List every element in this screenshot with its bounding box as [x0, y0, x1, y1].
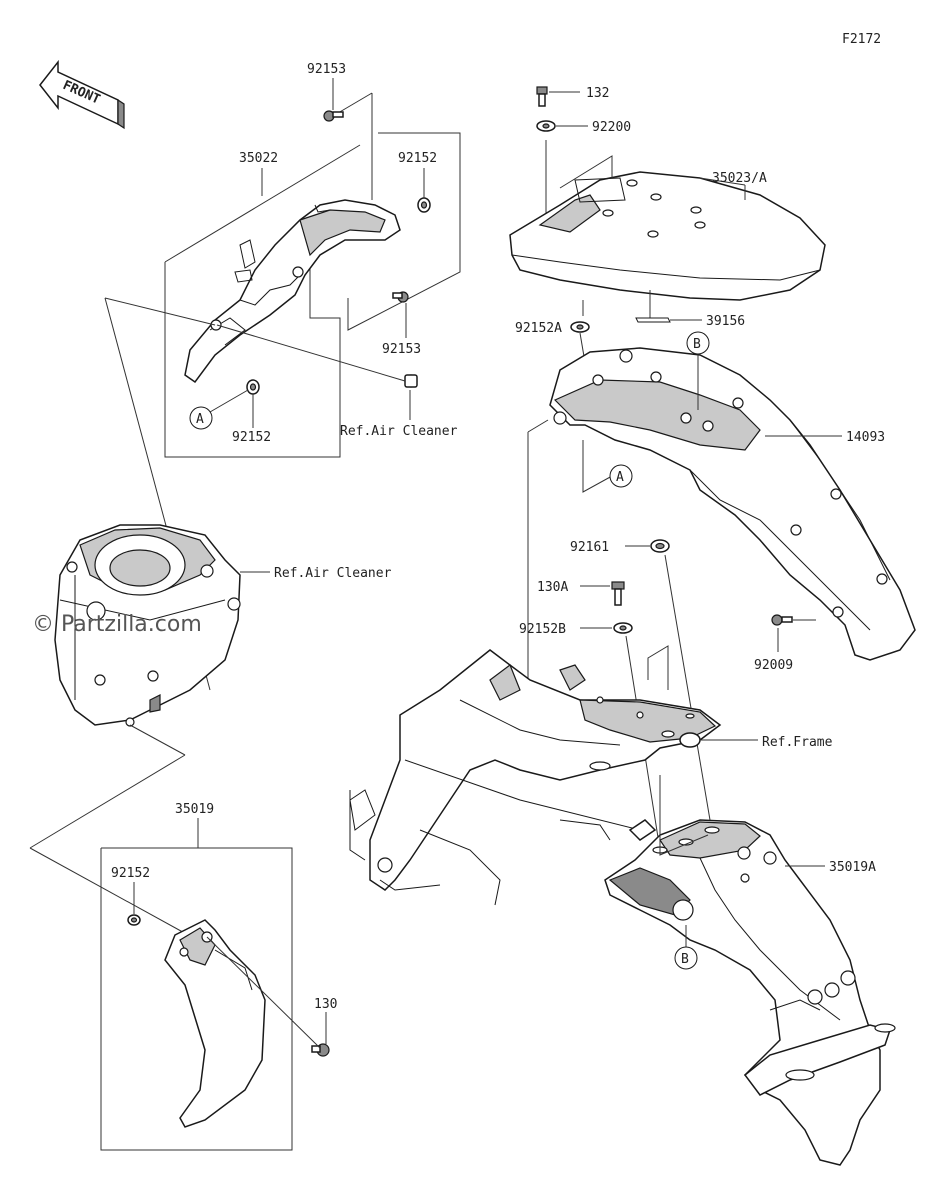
bolt-92153-top-icon	[323, 110, 344, 122]
callout-b-2: B	[681, 952, 689, 967]
part-35023a-group	[509, 86, 826, 323]
bolt-ref-air-cleaner-icon	[404, 374, 418, 388]
bolt-130a-icon	[611, 581, 625, 606]
diagram-code: F2172	[842, 32, 881, 47]
part-14093-group: B A	[527, 321, 916, 740]
washer-92200-icon	[536, 120, 556, 132]
label-92152-bottom: 92152	[111, 866, 150, 881]
label-92153-top: 92153	[307, 62, 346, 77]
label-ref-frame: Ref.Frame	[762, 735, 833, 750]
label-130a: 130A	[537, 580, 568, 595]
washer-92152-top-icon	[417, 197, 431, 213]
part-35019-group	[100, 818, 330, 1151]
label-92152-top: 92152	[398, 151, 437, 166]
bolt-92009-icon	[771, 614, 793, 626]
grommet-92161-icon	[650, 539, 670, 553]
front-arrow-icon: FRONT	[39, 59, 125, 130]
washer-92152a-icon	[570, 321, 590, 333]
label-92152a: 92152A	[515, 321, 562, 336]
callout-b-1: B	[693, 337, 701, 352]
label-ref-air-cleaner-1: Ref.Air Cleaner	[340, 424, 458, 439]
part-35022-group: A	[164, 78, 461, 458]
callout-a-2: A	[616, 470, 624, 485]
label-35019: 35019	[175, 802, 214, 817]
watermark: © Partzilla.com	[32, 612, 202, 637]
frame-assembly	[349, 645, 758, 906]
bolt-92153-mid-icon	[392, 291, 409, 303]
label-92009: 92009	[754, 658, 793, 673]
label-35023a: 35023/A	[712, 171, 767, 186]
label-92152-left: 92152	[232, 430, 271, 445]
label-92152b: 92152B	[519, 622, 566, 637]
small-fasteners	[580, 539, 816, 851]
label-92200: 92200	[592, 120, 631, 135]
air-cleaner-box	[54, 524, 270, 727]
label-92153-mid: 92153	[382, 342, 421, 357]
label-ref-air-cleaner-2: Ref.Air Cleaner	[274, 566, 392, 581]
washer-92152-bottom-icon	[127, 914, 141, 926]
label-39156: 39156	[706, 314, 745, 329]
callout-a-1: A	[196, 412, 204, 427]
label-35022: 35022	[239, 151, 278, 166]
washer-92152b-icon	[613, 622, 633, 634]
bolt-130-icon	[311, 1043, 330, 1057]
washer-92152-left-icon	[246, 379, 260, 395]
label-130: 130	[314, 997, 337, 1012]
label-35019a: 35019A	[829, 860, 876, 875]
label-14093: 14093	[846, 430, 885, 445]
label-132: 132	[586, 86, 609, 101]
part-35019a-group: B	[604, 775, 896, 1166]
label-92161: 92161	[570, 540, 609, 555]
bolt-132-icon	[536, 86, 548, 107]
